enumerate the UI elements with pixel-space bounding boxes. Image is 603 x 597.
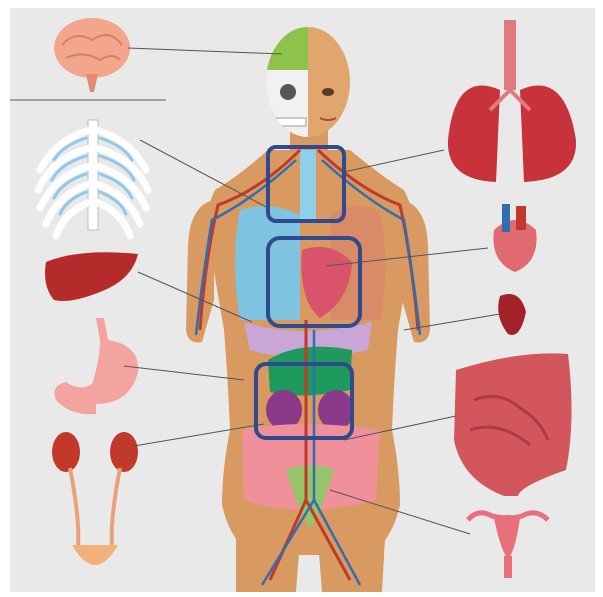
body-kidney-left bbox=[266, 390, 302, 430]
eye bbox=[322, 88, 334, 96]
body-trachea bbox=[300, 150, 316, 220]
eye-socket bbox=[280, 84, 296, 100]
body-stomach bbox=[268, 347, 352, 396]
body-kidney-right bbox=[318, 390, 354, 430]
